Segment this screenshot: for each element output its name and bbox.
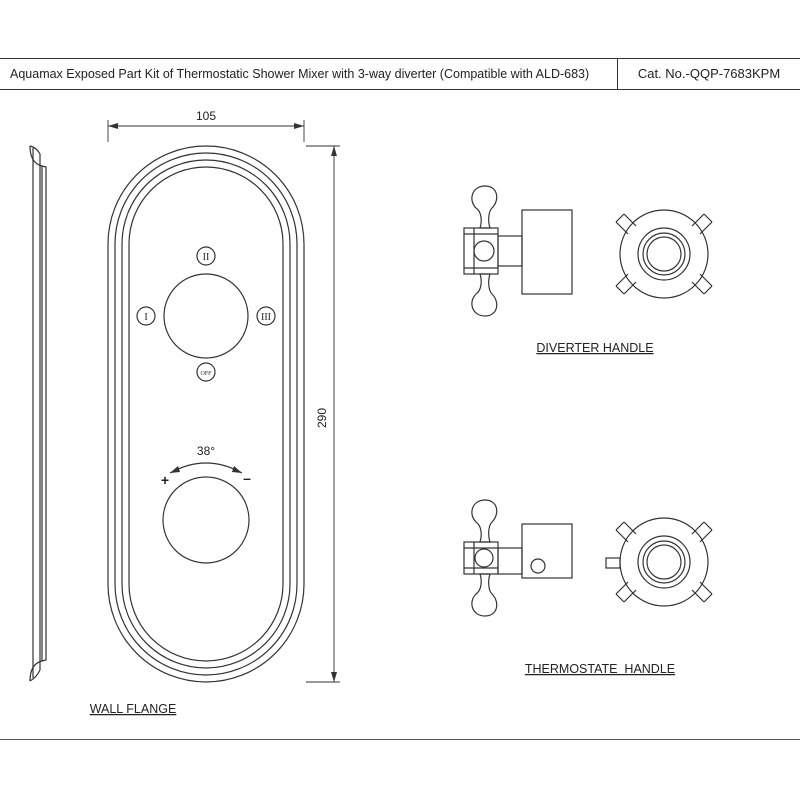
position-label-off: OFF (200, 371, 212, 377)
rotation-arc (169, 462, 243, 474)
thermostat-opening (162, 476, 250, 564)
flange-side-profile (29, 145, 47, 682)
diverter-handle-front (615, 209, 713, 299)
position-label-ii: II (203, 252, 210, 263)
document-title: Aquamax Exposed Part Kit of Thermostatic… (10, 67, 590, 81)
header-bar: Aquamax Exposed Part Kit of Thermostatic… (0, 58, 800, 90)
position-label-i: I (144, 312, 147, 323)
angle-label: 38° (197, 444, 215, 458)
position-marker-iii (256, 306, 276, 326)
thermostat-handle-side (463, 499, 573, 617)
width-dimension-label: 105 (196, 109, 216, 123)
diverter-handle-side (463, 185, 573, 317)
minus-sign: – (243, 470, 251, 486)
drawing-frame (0, 89, 800, 740)
wall-flange-front (107, 145, 305, 683)
wall-flange-label: WALL FLANGE (90, 702, 177, 716)
header-divider (617, 59, 618, 89)
position-marker-ii (196, 246, 216, 266)
position-marker-off (196, 362, 216, 382)
arc-arrow-right (232, 466, 242, 473)
width-dimension (107, 120, 305, 142)
plus-sign: + (161, 472, 169, 488)
thermostat-handle-label: THERMOSTATE HANDLE (525, 662, 675, 676)
height-dimension-label: 290 (315, 408, 329, 428)
height-dimension (306, 145, 340, 683)
position-marker-i (136, 306, 156, 326)
diverter-handle-label: DIVERTER HANDLE (536, 341, 653, 355)
position-label-iii: III (261, 312, 271, 323)
thermostat-handle-front (605, 517, 713, 607)
diverter-opening (163, 273, 249, 359)
arc-arrow-left (170, 466, 180, 473)
catalog-number: Cat. No.-QQP-7683KPM (637, 66, 781, 81)
